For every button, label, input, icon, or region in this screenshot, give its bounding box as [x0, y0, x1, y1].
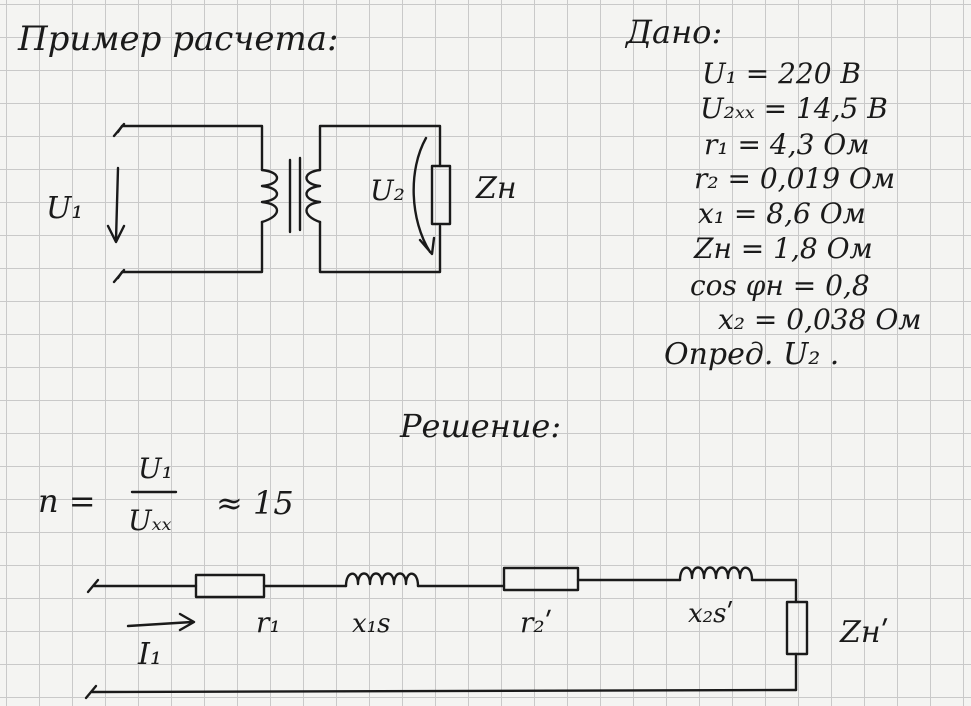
u1-arrow [106, 166, 126, 244]
primary-coil [260, 168, 279, 224]
x2-label: x₂sʹ [688, 599, 734, 629]
find-line: Опред. U₂ . [664, 337, 840, 372]
bottom-wire [90, 688, 798, 694]
r1-resistor [194, 573, 266, 599]
u1-label: U₁ [46, 191, 83, 226]
primary-terminal-marks [112, 122, 126, 284]
r1-label: r₁ [256, 606, 281, 639]
given-line: U₂ₓₓ = 14,5 В [700, 92, 888, 125]
given-heading: Дано: [626, 13, 723, 51]
top-wire-5 [750, 578, 798, 604]
u2-label: U₂ [370, 174, 405, 207]
load-resistor-prime [785, 600, 809, 656]
given-line: x₂ = 0,038 Ом [718, 303, 922, 336]
r2-label: r₂ʹ [520, 606, 552, 639]
ratio-result: ≈ 15 [216, 484, 294, 522]
r2-resistor [502, 566, 580, 592]
load-prime-label: Zнʹ [839, 615, 889, 650]
given-line: x₁ = 8,6 Ом [698, 197, 866, 230]
secondary-coil [305, 168, 322, 224]
given-line: U₁ = 220 В [702, 57, 862, 90]
x1-label: x₁s [352, 609, 390, 639]
given-line: cos φн = 0,8 [690, 269, 870, 302]
current-label: I₁ [137, 637, 162, 672]
solution-heading: Решение: [400, 407, 562, 445]
u2-arrow [412, 136, 436, 256]
current-arrow [126, 612, 196, 632]
x2-inductor [678, 566, 754, 582]
load-label: Zн [475, 171, 517, 206]
load-resistor [430, 164, 452, 226]
ratio-numerator: U₁ [138, 452, 173, 485]
given-line: Zн = 1,8 Ом [694, 232, 873, 265]
given-line: r₁ = 4,3 Ом [704, 128, 870, 161]
secondary-top-wire [318, 124, 442, 172]
page-title: Пример расчета: [18, 19, 339, 59]
secondary-bottom-wire [318, 220, 442, 274]
ratio-denominator: Uₓₓ [128, 504, 172, 537]
x1-inductor [344, 572, 420, 588]
ratio-lhs: n = [38, 482, 96, 520]
given-line: r₂ = 0,019 Ом [694, 162, 896, 195]
